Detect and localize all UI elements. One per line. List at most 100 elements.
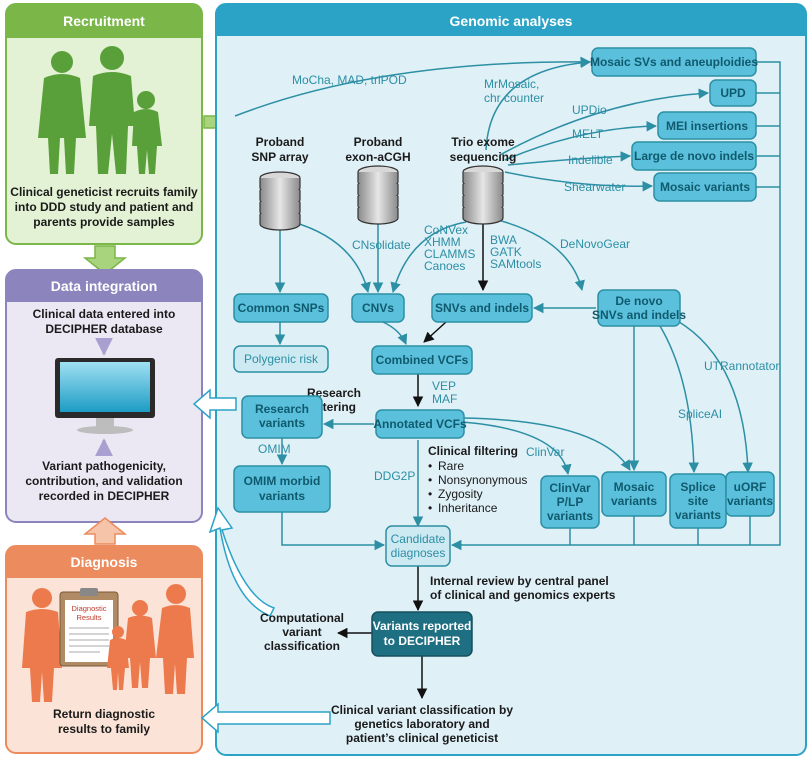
node-clinvar-label-2: P/LP	[557, 495, 584, 509]
clinical-filter-rare: Rare	[438, 459, 464, 473]
node-uorf-label-2: variants	[727, 494, 773, 508]
source-trio-1: Trio exome	[451, 135, 515, 149]
tool-mrmosaic-2: chr counter	[484, 91, 544, 105]
clinical-filter-nonsynonymous: Nonsynonymous	[438, 473, 527, 487]
genomic-title: Genomic analyses	[450, 13, 573, 29]
node-large-indels	[631, 141, 757, 171]
node-reported-label-1: Variants reported	[373, 619, 472, 633]
node-mei-label: MEI insertions	[666, 119, 748, 133]
clipboard-line-2: Results	[76, 613, 101, 622]
tool-aligner-1: BWA	[490, 233, 517, 247]
node-large-indels-label: Large de novo indels	[634, 149, 754, 163]
integration-panel: Data integration Clinical data entered i…	[5, 269, 203, 523]
node-reported	[371, 611, 473, 657]
arrow-computational-to-integration	[208, 506, 276, 617]
clipboard-line-1: Diagnostic	[71, 604, 106, 613]
node-clinvar-label-3: variants	[547, 509, 593, 523]
tool-ddg2p: DDG2P	[374, 469, 415, 483]
svg-text:•: •	[428, 487, 432, 501]
node-omim-morbid-label-1: OMIM morbid	[244, 474, 321, 488]
tool-cnv-caller-2: XHMM	[424, 235, 461, 249]
tool-cnsolidate: CNsolidate	[352, 238, 411, 252]
node-clinvar-variants	[540, 475, 600, 529]
node-splice-label-2: site	[688, 494, 709, 508]
integration-top-2: DECIPHER database	[45, 322, 163, 336]
arrow-classification-to-diagnosis	[200, 702, 331, 734]
tool-mrmosaic-1: MrMosaic,	[484, 77, 539, 91]
recruitment-text-3: parents provide samples	[33, 215, 175, 229]
node-polygenic-label: Polygenic risk	[244, 352, 319, 366]
node-candidate-label-1: Candidate	[391, 532, 446, 546]
node-upd	[709, 79, 757, 107]
node-combined-vcfs	[371, 345, 473, 375]
node-splice-label-1: Splice	[680, 480, 716, 494]
research-filtering-1: Research	[307, 386, 361, 400]
internal-review-2: of clinical and genomics experts	[430, 588, 616, 602]
node-mosaic-label-1: Mosaic	[614, 480, 655, 494]
node-clinvar-label-1: ClinVar	[549, 481, 591, 495]
trio-database-icon	[462, 165, 504, 225]
diagnosis-title: Diagnosis	[71, 554, 138, 570]
node-upd-label: UPD	[720, 86, 746, 100]
node-mosaic-svs-label: Mosaic SVs and aneuploidies	[590, 55, 758, 69]
source-trio-2: sequencing	[450, 150, 517, 164]
clinical-filter-zygosity: Zygosity	[438, 487, 483, 501]
tool-aligner-3: SAMtools	[490, 257, 541, 271]
tool-spliceai: SpliceAI	[678, 407, 722, 421]
svg-text:•: •	[428, 473, 432, 487]
node-omim-morbid	[233, 465, 331, 513]
node-denovo-label-1: De novo	[615, 294, 662, 308]
research-filtering-2: filtering	[312, 400, 356, 414]
doctor-silhouette-icon	[22, 588, 62, 702]
node-cnvs-label: CNVs	[362, 301, 394, 315]
node-reported-label-2: to DECIPHER	[384, 634, 461, 648]
tool-vep: VEP	[432, 379, 456, 393]
node-uorf-variants	[725, 471, 775, 517]
node-mosaic-svs	[591, 47, 757, 77]
source-acgh-1: Proband	[354, 135, 403, 149]
node-common-snps-label: Common SNPs	[238, 301, 325, 315]
tool-cnv-caller-4: Canoes	[424, 259, 465, 273]
tool-maf: MAF	[432, 392, 457, 406]
clipboard-icon: Diagnostic Results	[59, 588, 119, 667]
integration-bottom-2: contribution, and validation	[25, 474, 182, 488]
integration-title: Data integration	[51, 278, 158, 294]
tool-clinvar: ClinVar	[526, 445, 564, 459]
recruitment-text-2: into DDD study and patient and	[15, 200, 194, 214]
node-denovo-label-2: SNVs and indels	[592, 308, 686, 322]
node-research-variants	[241, 395, 323, 439]
node-denovo	[597, 289, 681, 327]
node-candidate-label-2: diagnoses	[391, 546, 446, 560]
computer-monitor-icon	[55, 358, 155, 434]
tool-melt: MELT	[572, 127, 604, 141]
clinical-classification-3: patient’s clinical geneticist	[346, 731, 498, 745]
recruitment-panel: Recruitment Clinical geneticist recruits…	[5, 3, 203, 245]
integration-bottom-3: recorded in DECIPHER	[39, 489, 170, 503]
diagnosis-text-1: Return diagnostic	[53, 707, 155, 721]
node-common-snps	[233, 293, 329, 323]
node-combined-vcfs-label: Combined VCFs	[376, 353, 469, 367]
family-silhouette-icon	[38, 46, 162, 174]
node-polygenic	[233, 345, 329, 373]
node-omim-morbid-label-2: variants	[259, 489, 305, 503]
integration-top-1: Clinical data entered into	[33, 307, 176, 321]
arrow-research-to-integration	[192, 388, 237, 420]
computational-1: Computational	[260, 611, 344, 625]
clinical-filtering-title: Clinical filtering	[428, 444, 518, 458]
tool-omim: OMIM	[258, 442, 291, 456]
clinical-classification-2: genetics laboratory and	[354, 717, 489, 731]
node-splice-label-3: variants	[675, 508, 721, 522]
internal-review-1: Internal review by central panel	[430, 574, 609, 588]
node-research-variants-label-1: Research	[255, 402, 309, 416]
clinical-classification-1: Clinical variant classification by	[331, 703, 513, 717]
node-mosaic-variants	[601, 471, 667, 517]
node-mei	[657, 111, 757, 140]
tool-mocha: MoCha, MAD, triPOD	[292, 73, 407, 87]
node-candidate	[385, 525, 451, 567]
diagnosis-panel: Diagnosis Diagnostic Results Return	[5, 545, 203, 754]
family-diagnosis-silhouette-icon	[107, 584, 194, 694]
acgh-database-icon	[357, 165, 399, 225]
node-annotated-vcfs	[375, 409, 465, 439]
